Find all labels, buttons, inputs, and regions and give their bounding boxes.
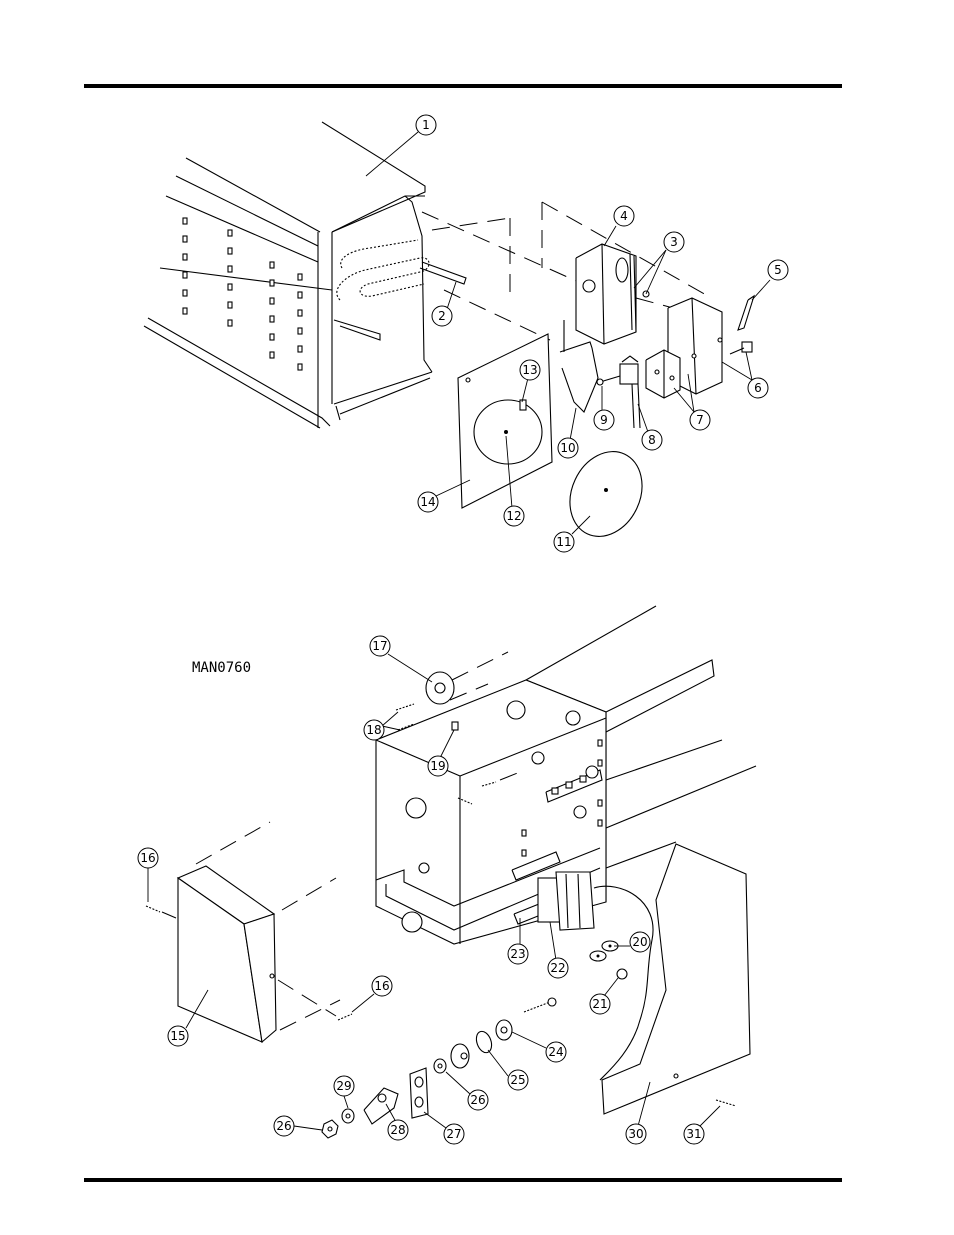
callout-22: 22: [548, 922, 568, 978]
callout-9: 9: [594, 386, 614, 430]
fuse-link: [730, 296, 754, 354]
cover-15: [178, 822, 340, 1042]
thermostat: [620, 356, 640, 428]
callout-25: 25: [488, 1050, 528, 1090]
screw-16-right: [278, 980, 352, 1020]
callout-label: 12: [506, 509, 521, 523]
callout-label: 20: [632, 935, 647, 949]
callout-26-left: 26: [274, 1116, 322, 1136]
callout-2: 2: [432, 282, 456, 326]
callout-20: 20: [614, 932, 650, 952]
callout-label: 10: [560, 441, 575, 455]
callout-3: 3: [634, 232, 684, 294]
callout-label: 16: [140, 851, 155, 865]
callout-24: 24: [512, 1032, 566, 1062]
callout-label: 26: [470, 1093, 485, 1107]
callout-label: 25: [510, 1073, 525, 1087]
callout-label: 17: [372, 639, 387, 653]
callout-16-left: 16: [138, 848, 158, 902]
screw-24: [524, 998, 556, 1012]
exploded-guide-lines: [422, 202, 708, 340]
callout-label: 6: [754, 381, 762, 395]
callout-label: 26: [276, 1119, 291, 1133]
drawing-id: MAN0760: [192, 660, 251, 676]
callout-label: 2: [438, 309, 446, 323]
callout-label: 16: [374, 979, 389, 993]
callout-label: 24: [548, 1045, 563, 1059]
screw-31: [716, 1100, 736, 1106]
callout-label: 1: [422, 118, 430, 132]
callout-16-right: 16: [352, 976, 392, 1012]
callout-1: 1: [366, 115, 436, 176]
callout-8: 8: [638, 404, 662, 450]
callout-label: 29: [336, 1079, 351, 1093]
callout-label: 8: [648, 433, 656, 447]
callout-11: 11: [554, 516, 590, 552]
callout-label: 7: [696, 413, 704, 427]
mounting-bracket: [646, 350, 680, 398]
callout-label: 4: [620, 209, 628, 223]
callout-label: 22: [550, 961, 565, 975]
callout-label: 15: [170, 1029, 185, 1043]
callout-label: 21: [592, 997, 607, 1011]
screw-16-left: [146, 906, 176, 918]
callout-label: 30: [628, 1127, 643, 1141]
control-bracket: [576, 244, 649, 344]
callout-31: 31: [684, 1106, 720, 1144]
callout-label: 28: [390, 1123, 405, 1137]
callout-26-right: 26: [446, 1072, 488, 1110]
callout-label: 11: [556, 535, 571, 549]
callout-label: 23: [510, 947, 525, 961]
callout-label: 19: [430, 759, 445, 773]
callout-label: 5: [774, 263, 782, 277]
screw-9: [597, 376, 620, 385]
callout-27: 27: [424, 1112, 464, 1144]
rear-panel: [458, 334, 552, 508]
callout-label: 9: [600, 413, 608, 427]
callout-label: 31: [686, 1127, 701, 1141]
callout-29: 29: [334, 1076, 354, 1108]
callout-17: 17: [370, 636, 432, 682]
callout-10: 10: [558, 408, 578, 458]
housing-louvers: [183, 218, 302, 370]
callout-label: 3: [670, 235, 678, 249]
callout-21: 21: [590, 978, 618, 1014]
callout-label: 27: [446, 1127, 461, 1141]
callout-6: 6: [722, 352, 768, 398]
callout-label: 18: [366, 723, 381, 737]
callout-4: 4: [604, 206, 634, 246]
callout-label: 13: [522, 363, 537, 377]
callout-28: 28: [386, 1104, 408, 1140]
callout-label: 14: [420, 495, 435, 509]
callout-5: 5: [752, 260, 788, 300]
